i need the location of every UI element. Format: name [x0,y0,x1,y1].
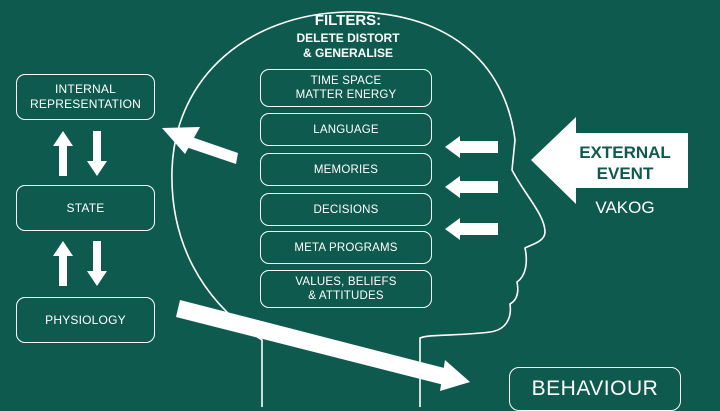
physiology-box: PHYSIOLOGY [16,297,155,343]
arrows-internal-state [53,131,107,176]
internal-representation-box: INTERNAL REPRESENTATION [16,74,155,120]
filters-subtitle: DELETE DISTORT & GENERALISE [296,31,400,60]
arrow-into-language-filter [445,136,498,158]
arrow-to-internal-representation [162,127,238,164]
arrows-state-physiology [53,241,107,286]
arrow-into-decisions-filter [445,218,498,240]
vakog-label: VAKOG [595,198,655,217]
arrow-into-memories-filter [445,176,498,198]
state-box: STATE [16,185,155,231]
external-event-label: EXTERNAL EVENT [579,143,671,183]
filter-values-beliefs-attitudes: VALUES, BELIEFS & ATTITUDES [260,270,432,308]
filters-title: FILTERS: [314,12,382,29]
filter-decisions: DECISIONS [260,193,432,226]
filter-meta-programs: META PROGRAMS [260,231,432,264]
external-event-arrow [531,117,688,204]
filter-time-space-matter-energy: TIME SPACE MATTER ENERGY [260,69,432,107]
arrow-to-behaviour [176,300,470,391]
filter-language: LANGUAGE [260,113,432,146]
filter-memories: MEMORIES [260,153,432,186]
behaviour-box: BEHAVIOUR [509,367,681,411]
head-outline [171,11,546,407]
